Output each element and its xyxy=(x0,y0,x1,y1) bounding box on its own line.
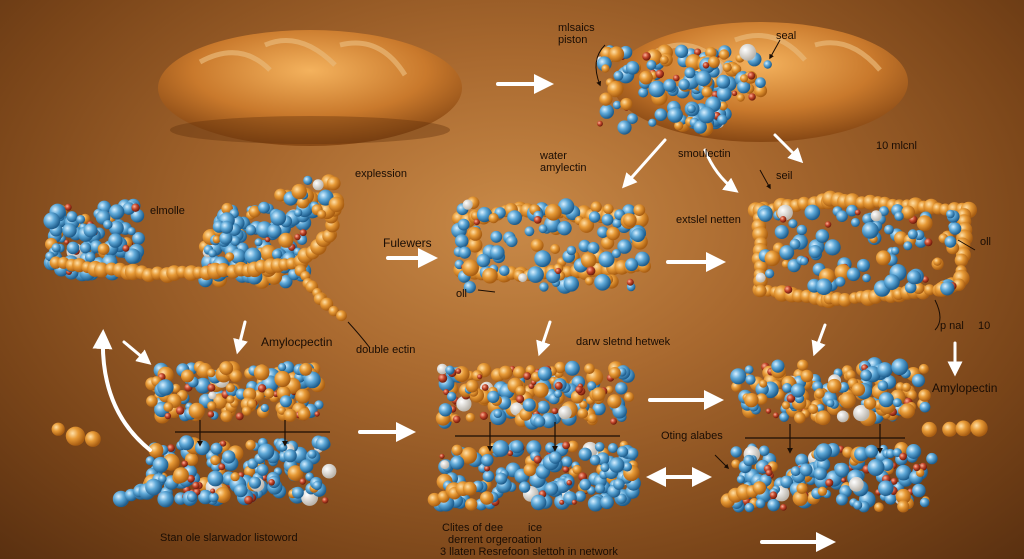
label-salt-top: seal xyxy=(776,30,797,42)
arrow-right-icon xyxy=(92,329,152,452)
arrow-right-icon xyxy=(703,148,739,193)
layer-brackets xyxy=(175,420,905,454)
molecule-cluster-icon xyxy=(755,204,962,297)
pointer-lines xyxy=(347,39,976,470)
loose-glucose xyxy=(720,481,767,508)
arrow-right-icon xyxy=(122,340,152,365)
label-extrel-retten: extslel netten xyxy=(676,214,741,226)
label-elmolle: elmolle xyxy=(150,205,185,217)
arrow-right-icon xyxy=(233,320,248,355)
arrow-right-icon xyxy=(773,133,804,164)
bread-loaf-icon xyxy=(158,30,462,146)
caption-mid-line1: Clites of dee xyxy=(442,522,504,534)
molecule-cluster-icon xyxy=(451,196,650,294)
label-salt-right: seil xyxy=(776,170,793,182)
label-amylopectin-left: Amylocpectin xyxy=(261,335,333,349)
label-darw-network: darw sletnd hetwek xyxy=(576,336,671,348)
label-amylopectin-right: Amylopectin xyxy=(932,381,998,395)
label-water-amylectin: water amylectin xyxy=(540,150,587,174)
loose-glucose xyxy=(51,422,101,447)
caption-mid-line3: 3 llaten Resrefoon slettoh in network xyxy=(440,546,618,558)
molecule-cluster-icon xyxy=(433,440,641,512)
molecule-cluster-icon xyxy=(730,442,938,513)
molecule-cluster-icon xyxy=(435,360,635,430)
loose-glucose xyxy=(921,419,988,438)
label-smouletin: smoulectin xyxy=(678,148,731,160)
label-ten-bottom: 10 xyxy=(978,320,991,332)
label-fulewers: Fulewers xyxy=(383,236,432,250)
label-p-nal: p nal xyxy=(940,320,964,332)
amylopectin-chain xyxy=(952,208,973,291)
loose-glucose xyxy=(112,478,163,508)
molecule-cluster-icon xyxy=(145,361,326,424)
arrow-right-icon xyxy=(811,323,827,357)
molecule-cluster-icon xyxy=(730,357,931,427)
label-oil-middle: oll xyxy=(456,288,468,300)
label-misshapen-protein: mlsaics piston xyxy=(558,22,595,46)
label-oting-alabes: Oting alabes xyxy=(661,430,723,442)
loose-glucose xyxy=(427,481,477,507)
molecule-cluster-icon xyxy=(695,43,772,102)
amylopectin-chain xyxy=(752,277,966,309)
amylopectin-chain xyxy=(294,264,347,322)
caption-mid-line2: derrent orgeroation xyxy=(448,534,542,546)
label-ten-micro: 10 mlcnl xyxy=(876,140,917,152)
label-double-ectin: double ectin xyxy=(356,344,416,356)
label-expression: explession xyxy=(355,168,407,180)
molecule-cluster-icon xyxy=(283,174,345,220)
caption-mid-line1b: ice xyxy=(528,522,543,534)
arrow-right-icon xyxy=(536,320,552,357)
molecule-cluster-icon xyxy=(142,435,337,508)
arrow-right-icon xyxy=(622,138,667,189)
caption-left: Stan ole slarwador listoword xyxy=(160,532,298,544)
label-oil-right: oll xyxy=(980,236,992,248)
